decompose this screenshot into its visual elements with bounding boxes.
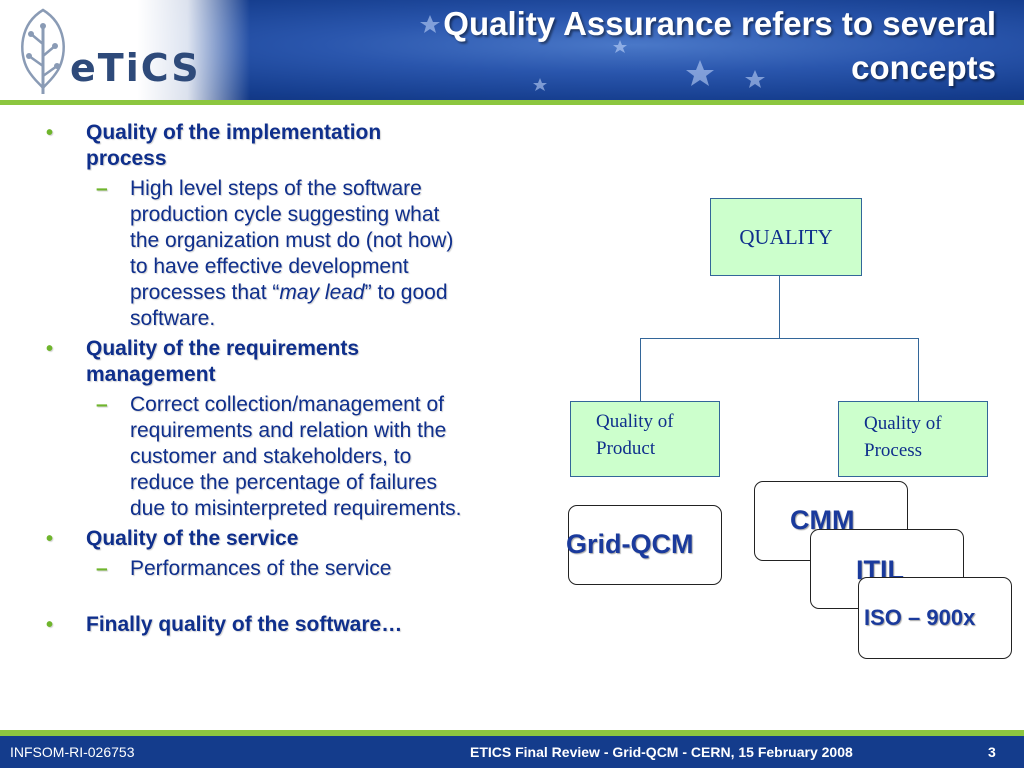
quality-of-process-box: Quality of Process <box>838 401 988 477</box>
connector-line <box>918 338 919 401</box>
box-label-line: Product <box>596 438 656 459</box>
sub-bullet-line: Performances of the service <box>130 557 392 580</box>
italic-fragment: may lead <box>279 281 365 304</box>
footer-divider <box>0 730 1024 736</box>
connector-line <box>640 338 641 401</box>
quality-diagram: QUALITY Quality of Product Quality of Pr… <box>560 195 1024 675</box>
header-divider <box>0 100 1024 105</box>
iso-label: ISO – 900x <box>864 605 976 630</box>
slide-title-line: Quality Assurance refers to several <box>443 5 996 42</box>
slide-header: eTiCS Quality Assurance refers to severa… <box>0 0 1024 100</box>
sub-bullet-item: – High level steps of the software produ… <box>44 176 564 332</box>
bullet-list: • Quality of the implementation process … <box>44 120 564 642</box>
box-label-line: Process <box>864 440 923 461</box>
grid-qcm-box <box>568 505 722 585</box>
sub-bullet-line: software. <box>130 307 216 330</box>
star-decoration-icon <box>420 15 765 91</box>
grid-qcm-label: Grid-QCM <box>566 529 694 559</box>
bullet-dot-icon: • <box>46 528 54 550</box>
bullet-item: • Quality of the implementation process <box>44 120 564 172</box>
page-number: 3 <box>988 744 996 760</box>
text-fragment: ” to good <box>364 281 448 304</box>
sub-bullet-line: due to misinterpreted requirements. <box>130 497 462 520</box>
logo-text: eTiCS <box>70 46 201 90</box>
connector-line <box>640 338 919 339</box>
box-label-line: Quality of <box>596 411 674 432</box>
quality-box: QUALITY <box>710 198 862 276</box>
bullet-dot-icon: • <box>46 338 54 360</box>
bullet-dot-icon: • <box>46 614 54 636</box>
connector-line <box>779 275 780 338</box>
bullet-heading-line: Quality of the requirements <box>86 337 360 360</box>
bullet-item: • Quality of the service <box>44 526 564 552</box>
etics-leaf-logo-icon <box>21 8 65 94</box>
bullet-heading-line: Quality of the implementation <box>86 121 382 144</box>
bullet-item: • Finally quality of the software… <box>44 612 564 638</box>
sub-bullet-line: High level steps of the software <box>130 177 422 200</box>
sub-bullet-item: – Correct collection/management of requi… <box>44 392 564 522</box>
dash-icon: – <box>96 393 108 416</box>
footer-event: ETICS Final Review - Grid-QCM - CERN, 15… <box>470 744 853 760</box>
sub-bullet-line: reduce the percentage of failures <box>130 471 438 494</box>
sub-bullet-line: the organization must do (not how) <box>130 229 454 252</box>
quality-of-product-box: Quality of Product <box>570 401 720 477</box>
slide-footer: INFSOM-RI-026753 ETICS Final Review - Gr… <box>0 736 1024 768</box>
iso-box <box>858 577 1012 659</box>
bullet-heading-line: process <box>86 147 167 170</box>
sub-bullet-line: customer and stakeholders, to <box>130 445 412 468</box>
sub-bullet-line: processes that “may lead” to good <box>130 280 564 306</box>
bullet-heading-line: Finally quality of the software… <box>86 613 403 636</box>
bullet-dot-icon: • <box>46 122 54 144</box>
slide-title-line: concepts <box>851 49 996 86</box>
slide-title: Quality Assurance refers to several conc… <box>436 2 996 90</box>
sub-bullet-line: production cycle suggesting what <box>130 203 440 226</box>
sub-bullet-item: – Performances of the service <box>44 556 564 582</box>
dash-icon: – <box>96 177 108 200</box>
box-label-line: Quality of <box>864 413 942 434</box>
bullet-heading-line: management <box>86 363 216 386</box>
dash-icon: – <box>96 557 108 580</box>
bullet-heading-line: Quality of the service <box>86 527 299 550</box>
sub-bullet-line: requirements and relation with the <box>130 419 447 442</box>
sub-bullet-line: to have effective development <box>130 255 409 278</box>
footer-project-id: INFSOM-RI-026753 <box>10 744 135 760</box>
text-fragment: processes that “ <box>130 281 280 304</box>
bullet-item: • Quality of the requirements management <box>44 336 564 388</box>
sub-bullet-line: Correct collection/management of <box>130 393 444 416</box>
